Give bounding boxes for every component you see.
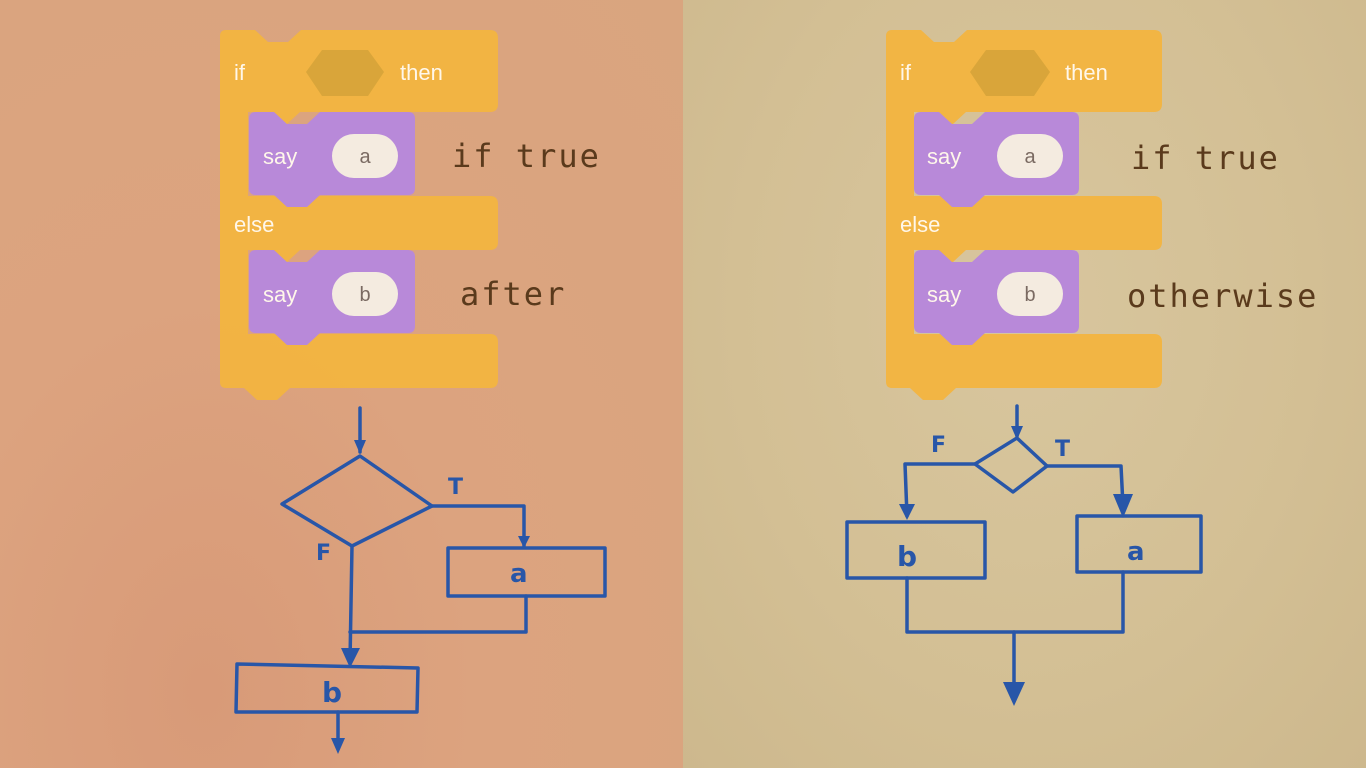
say-a-value: a — [359, 146, 371, 168]
exit-arrowhead — [1003, 682, 1025, 706]
if-label: if — [900, 60, 911, 85]
merge-line — [905, 570, 1125, 634]
condition-slot — [970, 50, 1050, 96]
annotation-otherwise: otherwise — [1127, 277, 1319, 315]
flowchart-left: T F a b — [234, 406, 607, 754]
say-a-label: say — [263, 144, 298, 169]
true-label: T — [448, 475, 463, 500]
box-a — [446, 546, 607, 598]
false-arrowhead — [899, 504, 915, 520]
say-a-label: say — [927, 144, 962, 169]
say-b-label: say — [927, 282, 962, 307]
if-else-block — [886, 30, 1162, 400]
decision-diamond — [973, 436, 1049, 494]
box-b-label: b — [322, 676, 342, 709]
decision-diamond — [280, 454, 434, 548]
annotation-if-true: if true — [1131, 139, 1280, 177]
box-b-label: b — [897, 540, 917, 573]
then-label: then — [400, 60, 443, 85]
panel-left: if then say a else say b if true after — [0, 0, 683, 768]
false-line — [903, 462, 977, 518]
panel-right: if then say a else say b if true otherwi… — [683, 0, 1366, 768]
false-arrowhead — [341, 648, 360, 668]
true-label: T — [1055, 437, 1070, 462]
false-line — [348, 544, 354, 664]
then-label: then — [1065, 60, 1108, 85]
say-b-pill — [332, 272, 398, 316]
condition-slot — [306, 50, 384, 96]
true-line — [1045, 464, 1125, 508]
if-label: if — [234, 60, 245, 85]
if-else-block-body — [886, 30, 1162, 400]
annotation-after: after — [460, 275, 567, 313]
say-a-value: a — [1024, 146, 1036, 168]
box-a-label: a — [510, 559, 528, 589]
true-arrowhead — [518, 536, 530, 548]
true-arrowhead — [1113, 494, 1133, 518]
say-b-label: say — [263, 282, 298, 307]
box-b — [234, 662, 420, 714]
say-b-value: b — [359, 284, 371, 306]
flowchart-right: F T b a — [845, 404, 1203, 706]
box-a-label: a — [1127, 537, 1145, 567]
else-label: else — [900, 212, 941, 237]
true-line — [430, 504, 526, 548]
if-else-block-body — [220, 30, 498, 400]
false-label: F — [316, 541, 331, 566]
say-b-pill — [997, 272, 1063, 316]
exit-arrowhead — [331, 738, 345, 754]
box-a — [1075, 514, 1203, 574]
say-a-pill — [332, 134, 398, 178]
entry-arrowhead — [354, 440, 366, 454]
box-b — [845, 520, 987, 580]
say-b-value: b — [1024, 284, 1036, 306]
entry-arrowhead — [1011, 426, 1023, 440]
merge-line — [348, 594, 528, 634]
annotation-if-true: if true — [452, 137, 601, 175]
if-else-block — [220, 30, 498, 400]
say-a-pill — [997, 134, 1063, 178]
false-label: F — [931, 433, 946, 458]
else-label: else — [234, 212, 275, 237]
